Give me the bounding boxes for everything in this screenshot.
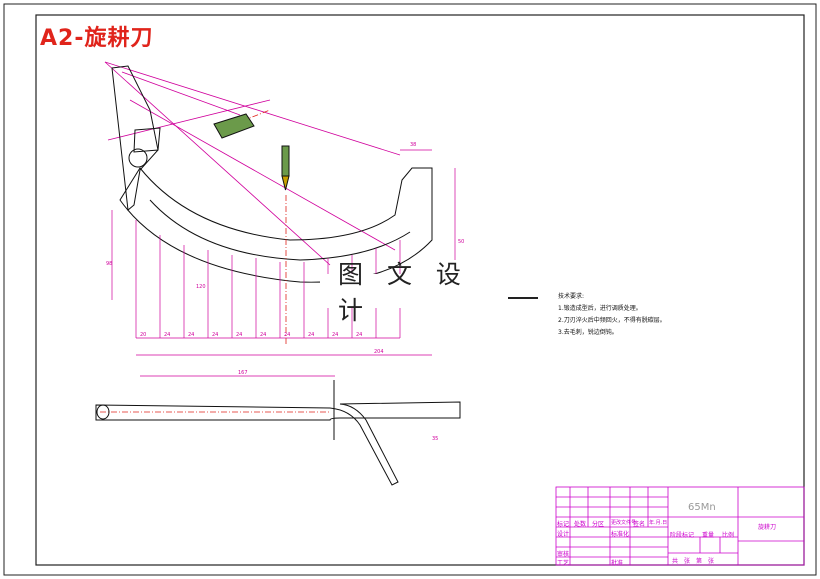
tech-note: 3.去毛刺，锐边倒钝。 <box>558 329 618 336</box>
title-block-grid <box>555 486 805 566</box>
tech-note: 2.刀刃淬火后中频回火，不得有脱碳层。 <box>558 317 666 324</box>
tb-material: 65Mn <box>688 502 716 513</box>
tb-label-count: 处数 <box>574 521 587 528</box>
tb-part-name: 旋耕刀 <box>758 524 777 531</box>
blade-side-view <box>95 380 461 486</box>
tb-label-design: 设计 <box>557 531 570 538</box>
dim-row-label: 24 <box>260 332 266 338</box>
tb-label-zone: 分区 <box>592 521 605 528</box>
dim-left: 98 <box>106 261 112 267</box>
tb-label-doc: 更改文件号 <box>611 520 637 526</box>
dim-row-label: 24 <box>284 332 290 338</box>
dim-row-label: 24 <box>308 332 314 338</box>
tb-label-sheets: 共 张 第 张 <box>672 558 715 565</box>
tb-label-scale: 比例 <box>722 532 735 539</box>
tb-label-process: 工艺 <box>557 560 570 567</box>
dim-top: 38 <box>410 142 416 148</box>
blade-front-view <box>111 65 433 283</box>
tb-label-weight: 重量 <box>702 532 715 539</box>
dim-row-label: 24 <box>356 332 362 338</box>
dim-row-label: 24 <box>164 332 170 338</box>
dim-total-c: 167 <box>238 370 248 376</box>
watermark: 图 文 设 计 <box>320 260 538 325</box>
watermark-text: 图 文 设 计 <box>338 260 469 325</box>
tb-label-approve: 批准 <box>611 560 624 567</box>
dim-mid: 120 <box>196 284 206 290</box>
tech-notes-heading: 技术要求: <box>558 293 585 300</box>
tb-label-review: 审核 <box>557 551 570 558</box>
mount-hole <box>128 148 148 168</box>
tb-label-date: 年.月.日 <box>649 520 668 526</box>
dim-row-label: 24 <box>188 332 194 338</box>
dim-row-label: 20 <box>140 332 146 338</box>
inner-frame <box>35 14 805 566</box>
tb-label-standard: 标准化 <box>611 531 630 538</box>
centre-lines <box>100 109 330 413</box>
outer-frame <box>3 3 817 576</box>
dim-right: 50 <box>458 239 464 245</box>
dimension-texts: 38 50 98 120 204 167 35 <box>106 142 464 442</box>
drawing-title: A2-旋耕刀 <box>40 26 154 51</box>
bolt-part <box>213 113 290 191</box>
dim-row-label: 24 <box>236 332 242 338</box>
construction-lines <box>104 61 401 266</box>
tb-label-sign: 签名 <box>633 521 646 528</box>
tech-note: 1.锻造成型后，进行调质处理。 <box>558 305 642 312</box>
tech-notes: 技术要求: 1.锻造成型后，进行调质处理。 2.刀刃淬火后中频回火，不得有脱碳层… <box>558 291 666 339</box>
watermark-underline <box>508 297 538 299</box>
tb-label-mark: 标记 <box>557 521 570 528</box>
dim-row-label: 24 <box>332 332 338 338</box>
dim-side: 35 <box>432 436 438 442</box>
dim-total-b: 204 <box>374 349 384 355</box>
tb-label-stage: 阶段标记 <box>670 532 695 539</box>
dim-row-label: 24 <box>212 332 218 338</box>
dimension-row: 20 24 24 24 24 24 24 24 24 24 <box>140 332 362 338</box>
